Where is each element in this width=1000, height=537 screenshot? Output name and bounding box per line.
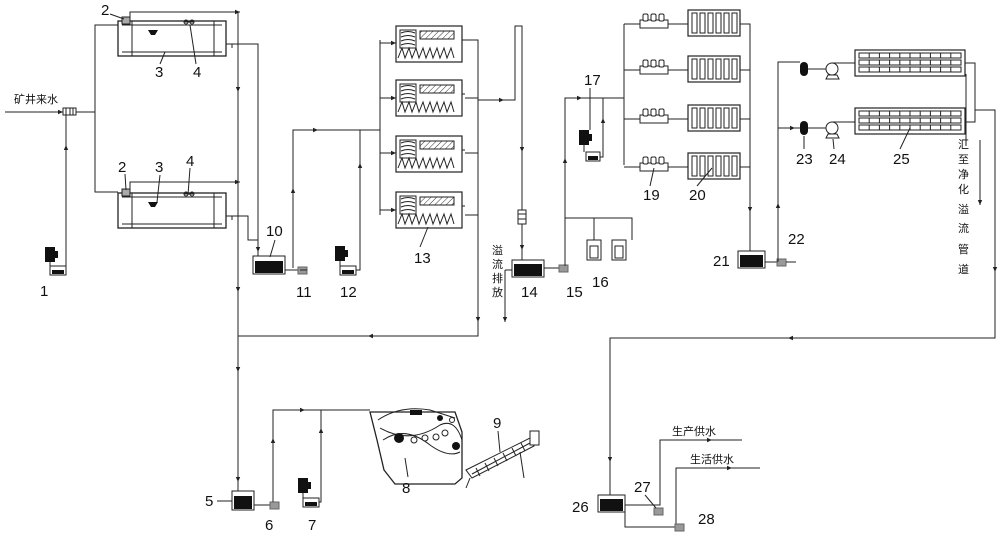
pump-28: 28	[674, 511, 715, 532]
membrane-row-1	[624, 9, 741, 37]
dosing-unit-7: 7	[298, 410, 324, 534]
cartridge-filter-23-lower	[800, 121, 808, 135]
label-9: 9	[493, 415, 501, 432]
hp-pump-24-upper	[825, 62, 840, 80]
label-12: 12	[340, 284, 357, 301]
settling-outlets	[129, 9, 261, 492]
label-16: 16	[592, 274, 609, 291]
dosing-unit-16: 16	[586, 239, 627, 291]
label-1: 1	[40, 283, 48, 300]
label-4-upper: 4	[193, 64, 201, 81]
label-22: 22	[788, 231, 805, 248]
purif-char-1: 汇	[958, 138, 969, 151]
filter-unit-1	[395, 25, 465, 63]
tank-14: 14	[511, 35, 560, 301]
label-19: 19	[643, 187, 660, 204]
label-15: 15	[566, 284, 583, 301]
filter-unit-2	[395, 79, 465, 117]
tank-10: 10	[252, 223, 286, 275]
label-2-upper: 2	[101, 2, 109, 19]
pump-27: 27	[634, 479, 664, 516]
label-23: 23	[796, 151, 813, 168]
purif-char-2: 至	[958, 153, 969, 166]
label-28: 28	[698, 511, 715, 528]
label-13: 13	[414, 250, 431, 267]
label-10: 10	[266, 223, 283, 240]
label-8: 8	[402, 480, 410, 497]
membrane-row-4	[624, 152, 741, 180]
label-3-upper: 3	[155, 64, 163, 81]
label-14: 14	[521, 284, 538, 301]
clean-water-tank-26: 26	[572, 494, 626, 516]
membrane-row-2	[624, 55, 741, 83]
hp-pump-24-lower	[825, 121, 840, 139]
pump-15: 15	[558, 264, 583, 301]
purif-char-4: 化	[958, 182, 969, 196]
tank-21: 21	[713, 250, 766, 270]
pump-22: 22	[765, 231, 805, 267]
ro-rack-1	[854, 49, 966, 77]
domestic-supply-label: 生活供水	[690, 452, 734, 466]
overflow-char-3: 排	[492, 271, 503, 285]
filter-unit-4	[395, 191, 465, 229]
dosing-unit-12: 12	[335, 130, 363, 301]
label-24: 24	[829, 151, 846, 168]
filter-bank-13	[379, 40, 396, 215]
settling-tank-upper	[117, 16, 233, 57]
label-2-lower: 2	[118, 159, 126, 176]
overflow-char-1: 溢	[492, 243, 503, 257]
purif-char-5: 溢	[958, 202, 969, 216]
cartridge-filter-23-upper	[800, 62, 808, 76]
belt-filter-press-8: 8	[369, 408, 463, 497]
to-purification-label: 汇 至 净 化 溢 流 管 道	[958, 138, 969, 276]
filter-unit-3	[395, 135, 465, 173]
overflow-char-2: 流	[492, 257, 503, 271]
sludge-tank-5: 5	[205, 490, 255, 511]
ro-rack-2	[854, 107, 966, 135]
label-21: 21	[713, 253, 730, 270]
label-27: 27	[634, 479, 651, 496]
dosing-unit-17: 17	[579, 72, 606, 162]
label-20: 20	[689, 187, 706, 204]
settling-tank-lower	[117, 188, 233, 229]
label-11: 11	[296, 284, 312, 301]
membrane-row-3	[624, 104, 741, 132]
pump-6: 6	[254, 501, 280, 534]
label-7: 7	[308, 517, 316, 534]
production-supply-label: 生产供水	[672, 424, 716, 438]
label-26: 26	[572, 499, 589, 516]
dosing-unit-1: 1	[40, 247, 67, 300]
mine-water-in-label: 矿井来水	[14, 92, 58, 106]
pump-11: 11	[285, 266, 312, 301]
label-17: 17	[584, 72, 601, 89]
purif-char-6: 流	[958, 221, 969, 235]
purif-char-7: 管	[958, 242, 969, 256]
label-4-lower: 4	[186, 153, 194, 170]
overflow-char-4: 放	[492, 285, 503, 299]
inlet-line: 矿井来水	[5, 24, 118, 271]
overflow-discharge: 溢 流 排 放	[492, 243, 512, 322]
screw-conveyor-9: 9	[465, 415, 540, 489]
purif-char-3: 净	[958, 167, 969, 181]
label-6: 6	[265, 517, 273, 534]
purif-char-8: 道	[958, 262, 969, 276]
label-5: 5	[205, 493, 213, 510]
label-3-lower: 3	[155, 159, 163, 176]
label-25: 25	[893, 151, 910, 168]
